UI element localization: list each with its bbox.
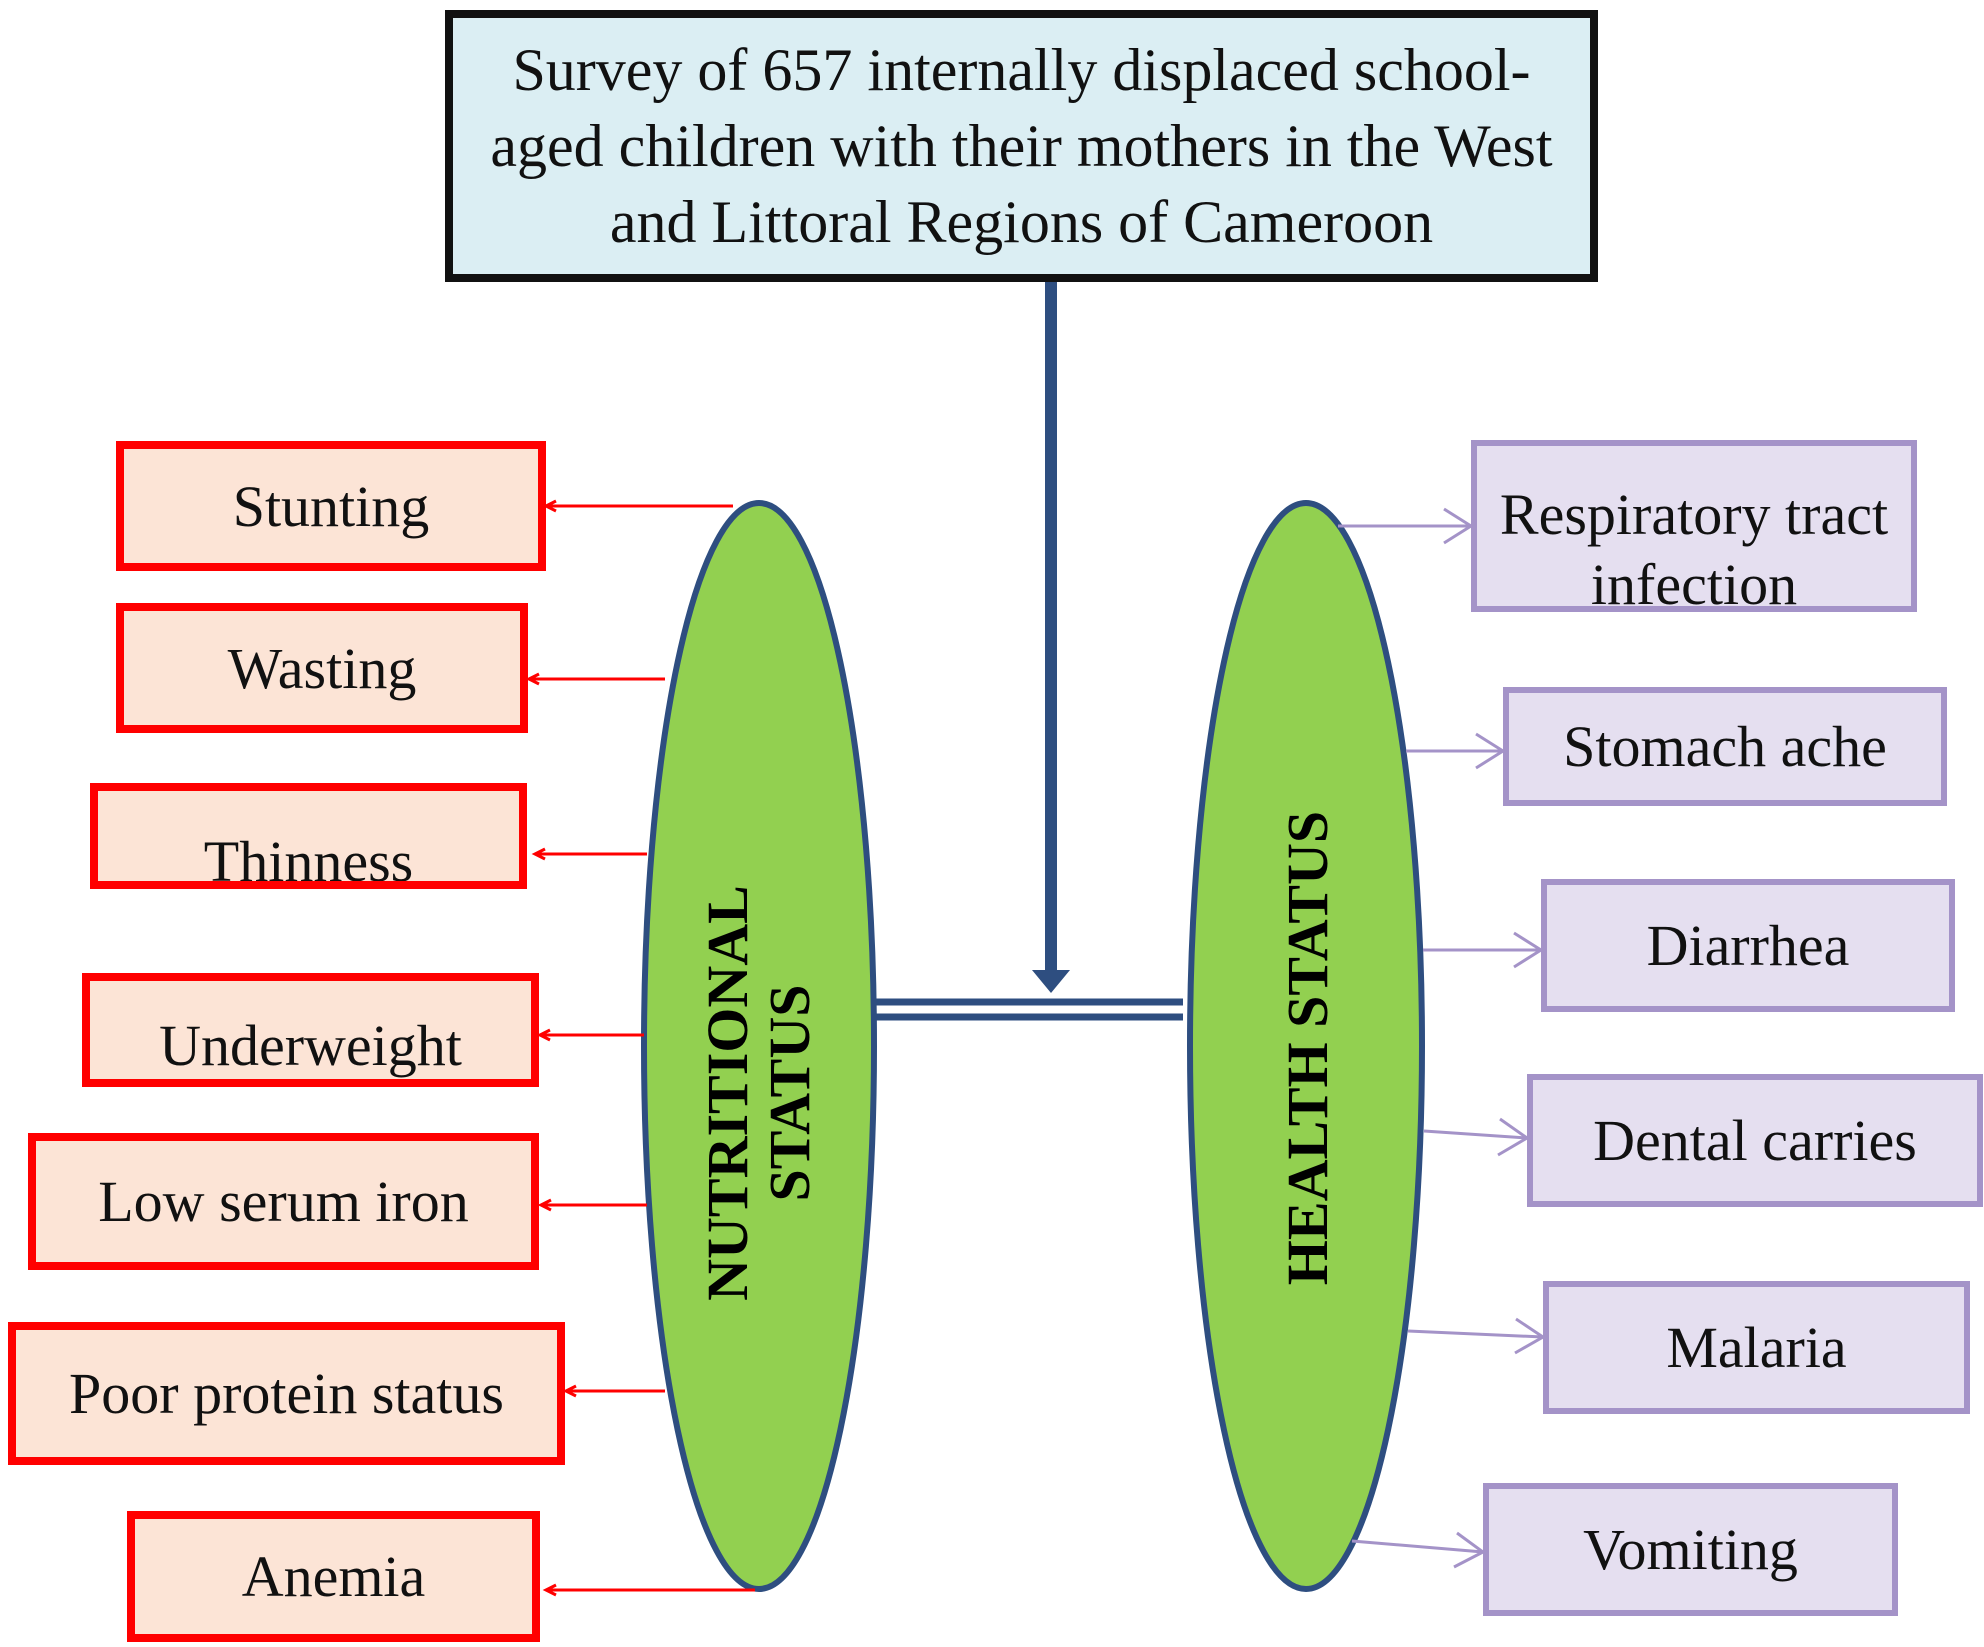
health-status-label: HEALTH STATUS — [1275, 810, 1340, 1286]
health-item-label: Malaria — [1666, 1315, 1847, 1380]
nutritional-status-label: NUTRITIONAL STATUS — [695, 885, 822, 1301]
survey-text: Survey of 657 internally displaced schoo… — [490, 37, 1553, 255]
health-status-ellipse — [1187, 500, 1425, 1592]
nutrition-item-wasting: Wasting — [116, 603, 528, 733]
health-item-malaria: Malaria — [1543, 1281, 1970, 1414]
nutrition-item-stunting: Stunting — [116, 441, 546, 571]
survey-box: Survey of 657 internally displaced schoo… — [445, 10, 1598, 282]
health-item-vomiting: Vomiting — [1483, 1483, 1898, 1616]
trunk-arrowhead — [1032, 970, 1070, 993]
health-item-stomach-ache: Stomach ache — [1503, 687, 1947, 806]
nutrition-item-label: Wasting — [227, 635, 417, 701]
nutrition-item-low-serum-iron: Low serum iron — [28, 1133, 539, 1270]
nutrition-item-thinness: Thinness — [90, 783, 527, 889]
health-item-dental-carries: Dental carries — [1527, 1074, 1983, 1207]
nutrition-item-label: Low serum iron — [98, 1169, 469, 1234]
health-item-label: Diarrhea — [1646, 913, 1850, 978]
nutrition-item-label: Thinness — [203, 828, 414, 889]
nutritional-status-ellipse — [641, 500, 877, 1592]
nutrition-item-label: Underweight — [159, 1012, 462, 1078]
health-item-diarrhea: Diarrhea — [1541, 879, 1955, 1012]
nutrition-item-label: Poor protein status — [69, 1361, 504, 1426]
health-item-label: Dental carries — [1593, 1108, 1917, 1173]
health-item-label: Respiratory tract infection — [1499, 482, 1889, 612]
arrow-vomiting — [1351, 1539, 1484, 1554]
nutrition-item-underweight: Underweight — [82, 973, 539, 1087]
arrow-dental-carries — [1423, 1129, 1528, 1140]
health-item-respiratory-tract-infection: Respiratory tract infection — [1471, 440, 1917, 612]
nutrition-item-anemia: Anemia — [127, 1511, 540, 1642]
nutrition-item-label: Anemia — [241, 1544, 426, 1609]
arrow-malaria — [1407, 1329, 1544, 1339]
health-item-label: Stomach ache — [1563, 714, 1887, 779]
nutrition-item-label: Stunting — [232, 473, 430, 539]
nutrition-item-poor-protein-status: Poor protein status — [8, 1322, 565, 1465]
health-item-label: Vomiting — [1583, 1517, 1798, 1582]
